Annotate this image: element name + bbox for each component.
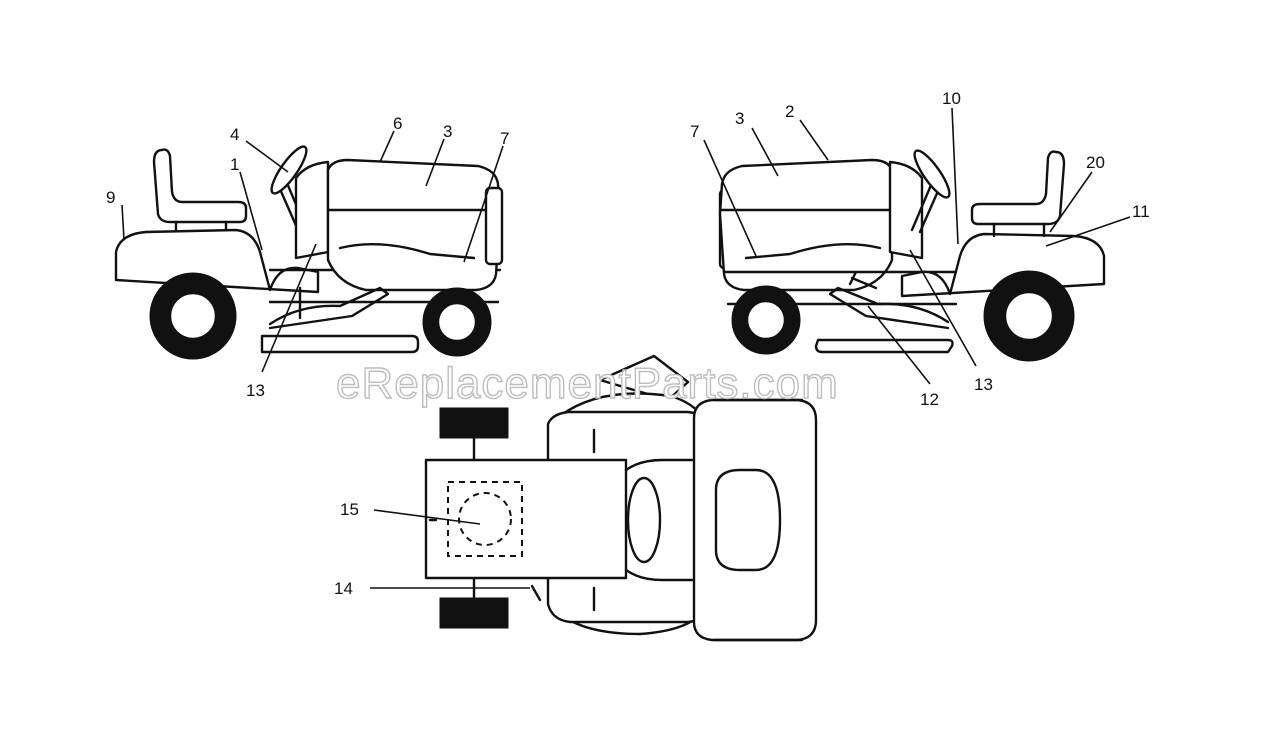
top-view-callouts: 15 14 [334, 500, 530, 598]
left-view-callouts: 9 1 4 6 3 7 13 [106, 114, 509, 400]
callout-20: 20 [1086, 153, 1105, 172]
watermark: eReplacementParts.com [336, 359, 839, 408]
callout-13-right: 13 [974, 375, 993, 394]
tractor-left-view [114, 145, 504, 360]
callout-13: 13 [246, 381, 265, 400]
callout-14: 14 [334, 579, 353, 598]
callout-3: 3 [443, 122, 452, 141]
steering-top [714, 468, 782, 572]
steering-wheel-right [913, 149, 951, 199]
right-view-callouts: 7 3 2 10 20 11 12 13 [690, 89, 1150, 409]
hood [326, 158, 502, 292]
hood-right [718, 158, 894, 292]
callout-9: 9 [106, 188, 115, 207]
steering-wheel [270, 145, 308, 195]
callout-4: 4 [230, 125, 239, 144]
seat [152, 148, 248, 224]
callout-3-right: 3 [735, 109, 744, 128]
callout-7: 7 [500, 129, 509, 148]
rear-fender [114, 228, 320, 294]
callout-11: 11 [1132, 202, 1150, 221]
callout-1: 1 [230, 155, 239, 174]
mower-deck-right [814, 338, 954, 354]
callout-15: 15 [340, 500, 359, 519]
seat-platform [424, 458, 628, 580]
callout-6: 6 [393, 114, 402, 133]
callout-7-right: 7 [690, 122, 699, 141]
callout-2: 2 [785, 102, 794, 121]
seat-top [626, 476, 662, 564]
tractor-top-view [424, 354, 818, 642]
callout-10: 10 [942, 89, 961, 108]
tractor-right-view [718, 149, 1106, 362]
callout-12: 12 [920, 390, 939, 409]
seat-right [970, 150, 1066, 226]
rear-tire-top [439, 407, 509, 439]
mower-deck [260, 334, 420, 354]
rear-tire-bottom [439, 597, 509, 629]
